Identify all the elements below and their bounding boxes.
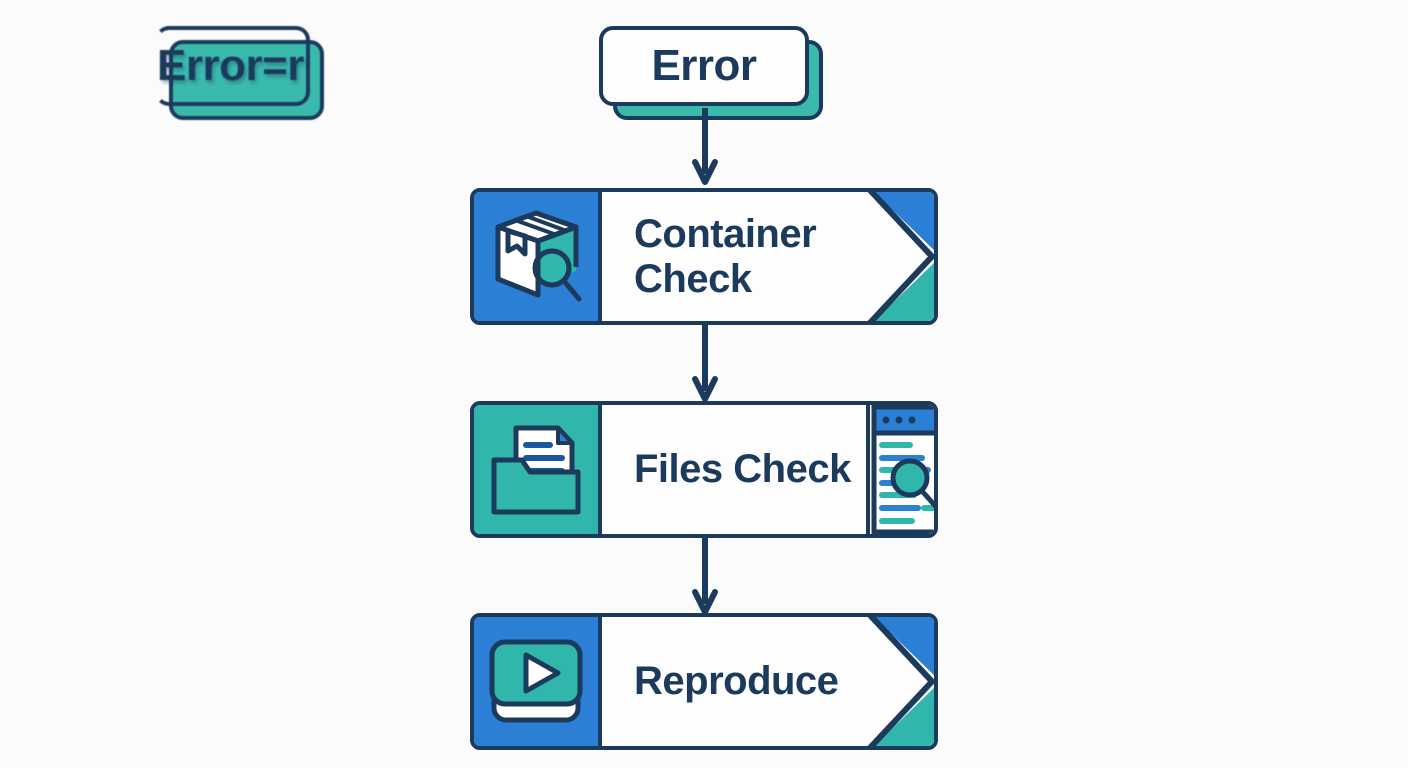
step-reproduce[interactable]: Reproduce <box>470 613 938 750</box>
media-play-icon <box>484 636 588 728</box>
reproduce-label: Reproduce <box>634 659 839 704</box>
reproduce-body: Reproduce <box>602 617 934 746</box>
step-files-check[interactable]: Files Check <box>470 401 938 538</box>
files-check-label: Files Check <box>634 447 851 492</box>
folder-document-icon <box>486 420 586 520</box>
error-ghost-face: Error=r <box>155 26 310 106</box>
error-ghost-shadow <box>169 40 324 120</box>
error-node-label: Error <box>651 41 757 90</box>
error-node-ghost-clip: Error=r <box>0 16 330 122</box>
code-window-magnifier-icon <box>870 405 934 534</box>
reproduce-label-line1: Reproduce <box>634 659 839 704</box>
arrow-files-check-to-reproduce <box>692 538 718 618</box>
container-check-label-line2: Check <box>634 256 752 301</box>
container-check-label: Container Check <box>634 211 817 302</box>
files-check-label-line1: Files Check <box>634 447 851 492</box>
arrow-error-to-container-check <box>692 108 718 188</box>
container-check-chevron-end <box>862 192 934 321</box>
reproduce-chevron-end <box>862 617 934 746</box>
step-container-check[interactable]: Container Check <box>470 188 938 325</box>
files-check-body: Files Check <box>602 405 866 534</box>
error-node-ghost: Error=r <box>155 26 324 120</box>
container-check-body: Container Check <box>602 192 934 321</box>
package-magnifier-icon <box>484 205 588 309</box>
container-check-icon-pane <box>474 192 602 321</box>
error-ghost-label: Error=r <box>157 41 304 90</box>
arrow-container-check-to-files-check <box>692 325 718 405</box>
reproduce-icon-pane <box>474 617 602 746</box>
files-check-code-window <box>866 405 934 534</box>
error-node[interactable]: Error <box>599 26 823 120</box>
files-check-icon-pane <box>474 405 602 534</box>
error-node-face: Error <box>599 26 809 106</box>
container-check-label-line1: Container <box>634 211 817 256</box>
